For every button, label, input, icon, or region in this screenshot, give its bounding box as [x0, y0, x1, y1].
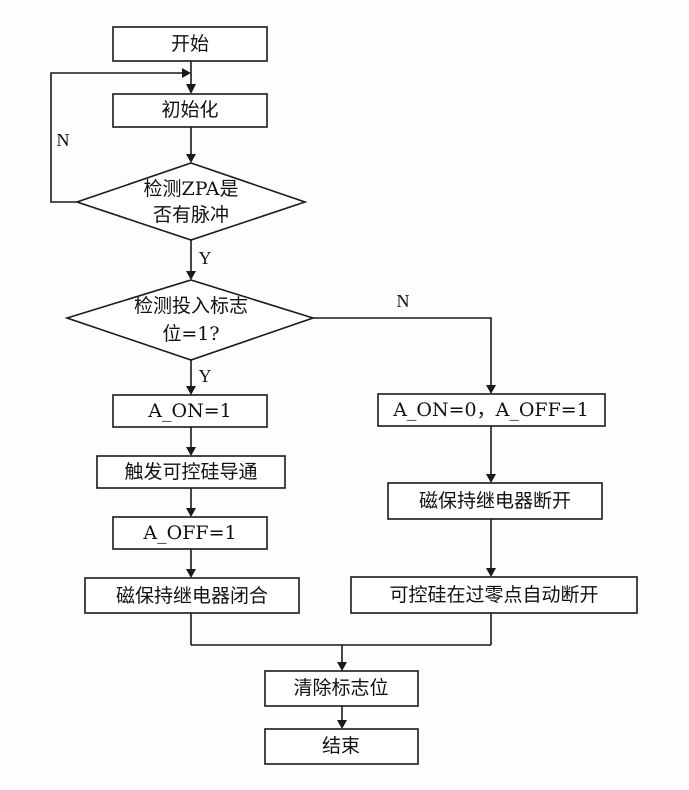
label-zpa-no: N — [57, 130, 70, 150]
decision-flag-line1: 检测投入标志 — [134, 295, 248, 317]
edge-flag-no — [313, 317, 492, 386]
node-end-text: 结束 — [322, 735, 360, 757]
arrowhead — [486, 474, 496, 483]
node-open-relay: 磁保持继电器断开 — [387, 482, 603, 520]
arrowhead — [486, 385, 496, 394]
decision-flag: 检测投入标志 位=1? — [64, 279, 316, 361]
node-aoff-text: A_OFF=1 — [142, 522, 236, 544]
arrowhead — [337, 720, 347, 729]
node-clear-text: 清除标志位 — [293, 677, 388, 699]
decision-flag-line2: 位=1? — [162, 323, 219, 345]
edges — [50, 61, 496, 729]
node-aoff: A_OFF=1 — [112, 516, 268, 550]
arrowhead — [486, 568, 496, 577]
arrowhead — [186, 154, 196, 163]
arrowhead — [186, 447, 196, 456]
decision-zpa: 检测ZPA是 否有脉冲 — [74, 162, 308, 241]
arrowhead — [186, 508, 196, 517]
node-close-relay: 磁保持继电器闭合 — [84, 577, 300, 614]
node-aon: A_ON=1 — [112, 394, 268, 428]
node-trigger: 触发可控硅导通 — [96, 455, 286, 489]
node-init-text: 初始化 — [161, 99, 218, 121]
arrowhead — [337, 662, 347, 671]
label-flag-no: N — [397, 291, 410, 311]
node-set-off-text: A_ON=0，A_OFF=1 — [392, 399, 589, 421]
label-flag-yes: Y — [199, 366, 212, 386]
node-aon-text: A_ON=1 — [147, 400, 231, 422]
node-end: 结束 — [264, 728, 419, 765]
arrowhead — [186, 84, 196, 94]
decision-zpa-line2: 否有脉冲 — [153, 204, 229, 226]
node-scr-off: 可控硅在过零点自动断开 — [350, 576, 638, 614]
node-start: 开始 — [112, 26, 268, 62]
arrowhead — [186, 569, 196, 578]
arrowhead — [182, 68, 191, 78]
node-scr-off-text: 可控硅在过零点自动断开 — [389, 584, 598, 606]
decision-zpa-line1: 检测ZPA是 — [144, 178, 239, 200]
arrowhead — [186, 271, 196, 280]
node-clear: 清除标志位 — [264, 670, 419, 707]
edge-zpa-no-loop — [50, 72, 183, 203]
node-start-text: 开始 — [171, 33, 209, 55]
node-close-relay-text: 磁保持继电器闭合 — [116, 585, 268, 607]
node-trigger-text: 触发可控硅导通 — [124, 461, 257, 483]
label-zpa-yes: Y — [199, 248, 212, 268]
arrowhead — [186, 386, 196, 395]
node-set-off: A_ON=0，A_OFF=1 — [377, 393, 606, 427]
node-init: 初始化 — [112, 93, 268, 128]
node-open-relay-text: 磁保持继电器断开 — [419, 490, 571, 512]
